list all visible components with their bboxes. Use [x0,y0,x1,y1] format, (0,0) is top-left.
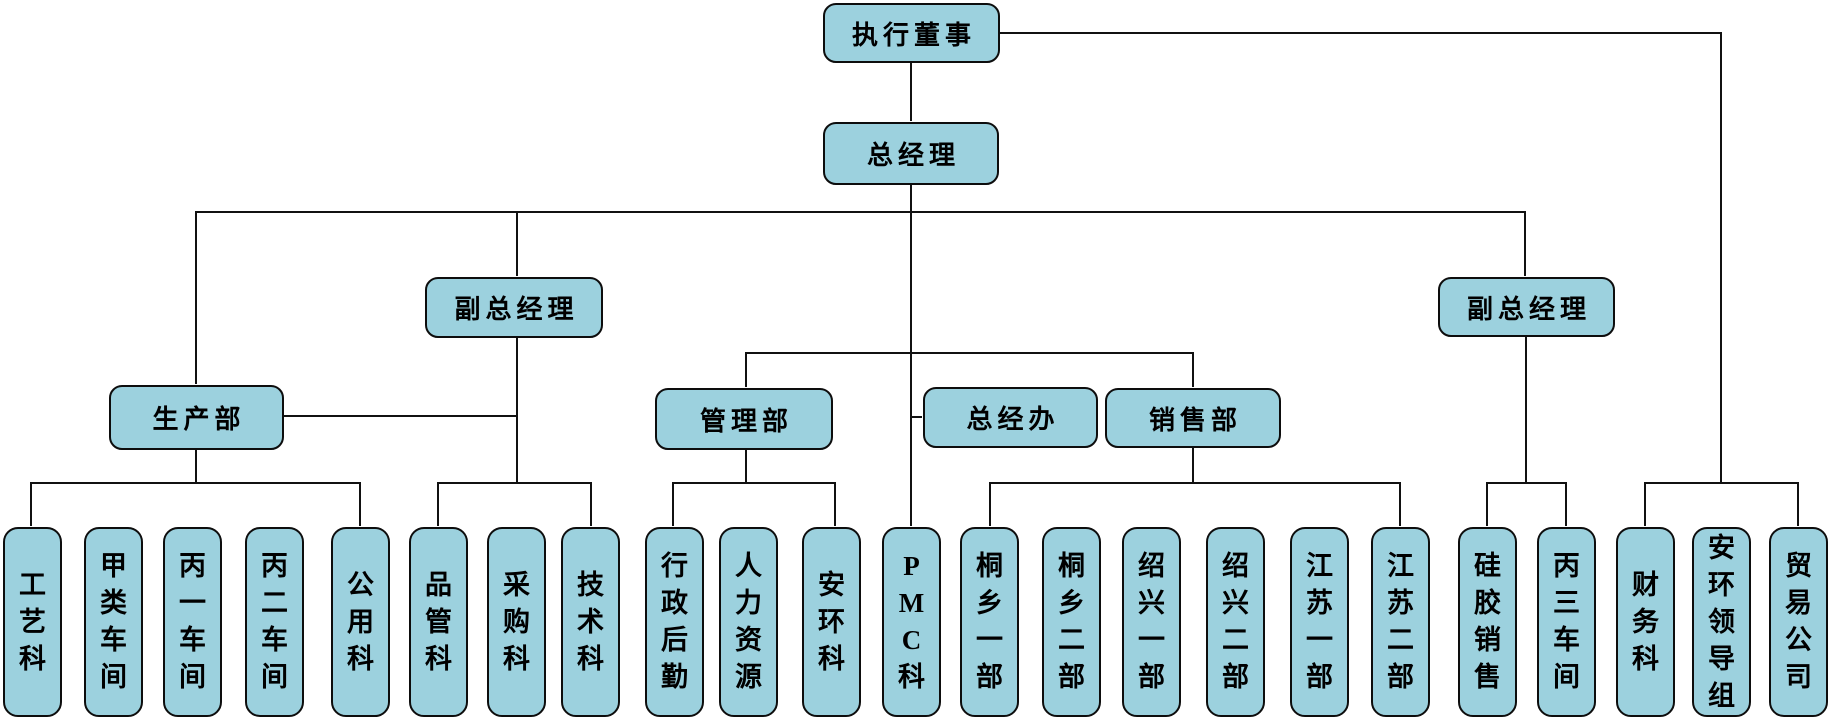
node-label: 硅 胶 销 售 [1474,551,1501,692]
node-management-dept: 管理部 [655,388,833,450]
node-finance-section: 财 务 科 [1616,527,1675,717]
node-shaoxing-sales-1: 绍 兴 一 部 [1122,527,1181,717]
node-label: 丙 二 车 间 [261,551,288,692]
connector-line [910,416,922,418]
node-gm-office: 总经办 [923,387,1098,448]
connector-line [195,211,197,384]
node-label: 行 政 后 勤 [661,551,688,692]
node-label: 安 环 科 [818,569,845,674]
connector-line [1797,482,1799,526]
node-label: P M C 科 [898,551,925,692]
node-label: 公 用 科 [347,569,374,674]
node-label: 绍 兴 一 部 [1138,551,1165,692]
connector-line [437,482,590,484]
connector-line [30,482,32,526]
node-human-resources: 人 力 资 源 [719,527,778,717]
node-label: 执行董事 [851,20,976,50]
node-pmc-section: P M C 科 [882,527,941,717]
connector-line [283,415,516,417]
node-sales-dept: 销售部 [1105,388,1281,448]
connector-line [195,449,197,482]
connector-line [1399,482,1401,526]
node-label: 副总经理 [1466,294,1591,324]
connector-line [1565,482,1567,526]
node-label: 管理部 [699,406,793,436]
node-label: 丙 一 车 间 [179,551,206,692]
node-label: 江 苏 二 部 [1387,551,1414,692]
node-label: 桐 乡 二 部 [1058,551,1085,692]
node-admin-logistics: 行 政 后 勤 [645,527,704,717]
node-label: 工 艺 科 [19,569,46,674]
node-label: 贸 易 公 司 [1785,551,1812,692]
node-bing-3-workshop: 丙 三 车 间 [1537,527,1596,717]
connector-line [30,482,359,484]
node-jiangsu-sales-2: 江 苏 二 部 [1371,527,1430,717]
node-deputy-gm-right: 副总经理 [1438,277,1615,337]
connector-line [910,62,912,121]
node-label: 总经办 [966,405,1060,434]
connector-line [1525,336,1527,482]
node-utility-section: 公 用 科 [331,527,390,717]
node-quality-section: 品 管 科 [409,527,468,717]
node-label: 人 力 资 源 [735,551,762,692]
connector-line [1192,447,1194,482]
node-silicone-sales: 硅 胶 销 售 [1458,527,1517,717]
node-label: 生产部 [152,405,246,434]
node-technology-section: 技 术 科 [561,527,620,717]
node-label: 甲 类 车 间 [100,551,127,692]
connector-line [1486,482,1488,526]
node-bing-1-workshop: 丙 一 车 间 [163,527,222,717]
node-label: 销售部 [1148,405,1242,435]
connector-line [745,352,1192,354]
node-label: 丙 三 车 间 [1553,551,1580,692]
node-label: 技 术 科 [577,569,604,674]
node-executive-director: 执行董事 [823,3,1000,63]
node-jiangsu-sales-1: 江 苏 一 部 [1290,527,1349,717]
connector-line [516,337,518,482]
connector-line [437,482,439,526]
connector-line [989,482,1399,484]
connector-line [1486,482,1565,484]
node-label: 财 务 科 [1632,569,1659,674]
connector-line [516,211,518,276]
node-bing-2-workshop: 丙 二 车 间 [245,527,304,717]
connector-line [1644,482,1797,484]
node-label: 绍 兴 二 部 [1222,551,1249,692]
node-general-manager: 总经理 [823,122,999,185]
node-tongxiang-sales-2: 桐 乡 二 部 [1042,527,1101,717]
node-purchasing-section: 采 购 科 [487,527,546,717]
connector-line [999,32,1720,34]
node-label: 品 管 科 [425,569,452,674]
node-tongxiang-sales-1: 桐 乡 一 部 [960,527,1019,717]
node-label: 桐 乡 一 部 [976,551,1003,692]
node-class-a-workshop: 甲 类 车 间 [84,527,143,717]
connector-line [195,211,1524,213]
node-label: 江 苏 一 部 [1306,551,1333,692]
connector-line [745,352,747,387]
node-label: 采 购 科 [503,569,530,674]
node-label: 安 环 领 导 组 [1708,532,1735,711]
node-process-section: 工 艺 科 [3,527,62,717]
connector-line [1720,32,1722,482]
node-shaoxing-sales-2: 绍 兴 二 部 [1206,527,1265,717]
node-label: 总经理 [866,141,960,170]
connector-line [745,449,747,482]
connector-line [1192,352,1194,387]
connector-line [672,482,834,484]
connector-line [1644,482,1646,526]
connector-line [1524,211,1526,276]
node-safety-env-section: 安 环 科 [802,527,861,717]
node-trading-company: 贸 易 公 司 [1769,527,1828,717]
node-deputy-gm-left: 副总经理 [425,277,603,338]
node-label: 副总经理 [454,295,579,324]
connector-line [989,482,991,526]
connector-line [359,482,361,526]
connector-line [910,184,912,526]
node-safety-env-leading-group: 安 环 领 导 组 [1692,527,1751,717]
connector-line [590,482,592,526]
node-production-dept: 生产部 [109,385,284,450]
connector-line [672,482,674,526]
connector-line [834,482,836,526]
